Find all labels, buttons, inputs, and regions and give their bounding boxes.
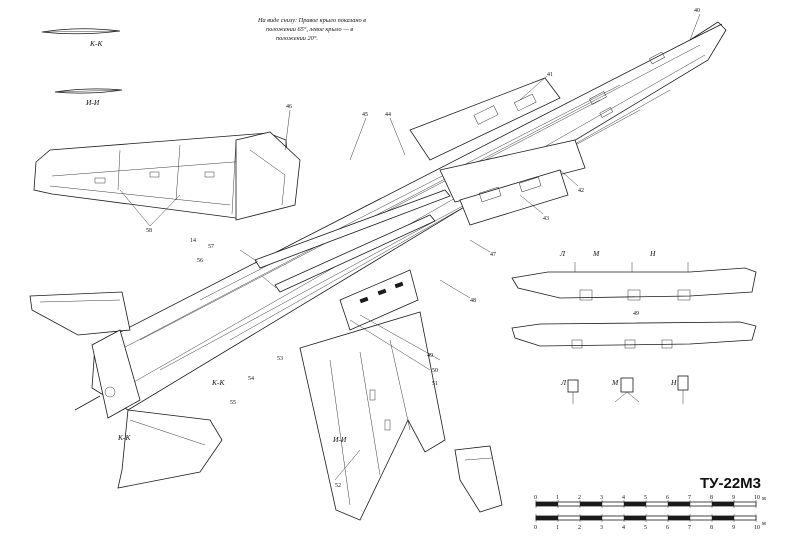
section-marker-k-2: К-К bbox=[117, 433, 131, 442]
callout-41: 41 bbox=[547, 72, 553, 78]
callout-51: 51 bbox=[432, 381, 438, 387]
section-markers: К-К К-К И-И bbox=[117, 378, 347, 444]
drawing-title: ТУ-22М3 bbox=[700, 475, 761, 492]
left-stabilizer bbox=[29, 291, 131, 336]
scale-label-bottom-1: 1 bbox=[556, 525, 559, 531]
scale-label-bottom-8: 8 bbox=[710, 525, 713, 531]
side-profile-top bbox=[511, 262, 757, 301]
right-wing-swept bbox=[299, 311, 446, 521]
profile-label-l: Л bbox=[559, 249, 566, 258]
section-ii-label: И-И bbox=[85, 98, 100, 107]
right-stabilizer bbox=[117, 409, 223, 489]
scale-label-top-3: 3 bbox=[600, 495, 603, 501]
callout-58: 58 bbox=[146, 228, 152, 234]
scale-label-top-10: 10 bbox=[754, 495, 760, 501]
profile-label-n: Н bbox=[649, 249, 656, 258]
scale-label-bottom-5: 5 bbox=[644, 525, 647, 531]
scale-segment-bottom-6 bbox=[668, 516, 690, 520]
section-marker-i-1: И-И bbox=[332, 435, 347, 444]
scale-label-top-6: 6 bbox=[666, 495, 669, 501]
intake-nacelles bbox=[409, 77, 586, 226]
note-line-1: На виде снизу: Правое крыло показано в bbox=[257, 17, 366, 24]
scale-segment-bottom-8 bbox=[712, 516, 734, 520]
scale-label-top-5: 5 bbox=[644, 495, 647, 501]
gear-detail-l bbox=[567, 379, 579, 404]
scale-label-top-1: 1 bbox=[556, 495, 559, 501]
left-wing-extended bbox=[33, 132, 291, 219]
callout-49: 49 bbox=[427, 353, 433, 359]
scale-segment-top-2 bbox=[580, 502, 602, 506]
callout-46: 46 bbox=[286, 104, 292, 110]
missiles bbox=[239, 189, 451, 293]
callout-50: 50 bbox=[432, 368, 438, 374]
gear-label-l: Л bbox=[560, 378, 567, 387]
leader-lines bbox=[119, 13, 701, 481]
scale-segment-top-8 bbox=[712, 502, 734, 506]
scale-segment-top-4 bbox=[624, 502, 646, 506]
scale-label-top-7: 7 bbox=[688, 495, 691, 501]
scale-label-bottom-9: 9 bbox=[732, 525, 735, 531]
scale-bar: 0 0 1 1 2 2 3 3 4 4 5 5 6 6 7 7 8 8 9 9 10 10 bbox=[534, 495, 760, 531]
section-kk-profile bbox=[41, 28, 121, 35]
side-profile-bottom bbox=[511, 321, 757, 349]
scale-label-bottom-10: 10 bbox=[754, 525, 760, 531]
tail-section bbox=[74, 329, 141, 419]
callout-57: 57 bbox=[208, 244, 214, 250]
scale-label-top-9: 9 bbox=[732, 495, 735, 501]
note-block: На виде снизу: Правое крыло показано в п… bbox=[257, 17, 366, 42]
gear-label-n: Н bbox=[670, 378, 677, 387]
note-line-3: положении 20°. bbox=[276, 35, 318, 42]
scale-label-bottom-2: 2 bbox=[578, 525, 581, 531]
callout-49-profile: 49 bbox=[633, 311, 639, 317]
callout-54: 54 bbox=[248, 376, 254, 382]
scale-label-bottom-4: 4 bbox=[622, 525, 625, 531]
gear-detail-m bbox=[614, 377, 640, 403]
scale-unit-bottom: м bbox=[762, 521, 766, 527]
scale-label-top-0: 0 bbox=[534, 495, 537, 501]
scale-label-bottom-6: 6 bbox=[666, 525, 669, 531]
scale-label-bottom-3: 3 bbox=[600, 525, 603, 531]
note-line-2: положении 65°, левое крыло — в bbox=[266, 26, 353, 33]
scale-label-bottom-7: 7 bbox=[688, 525, 691, 531]
scale-label-bottom-0: 0 bbox=[534, 525, 537, 531]
callout-40: 40 bbox=[694, 8, 700, 14]
scale-segment-bottom-4 bbox=[624, 516, 646, 520]
wingtip-fragment bbox=[454, 445, 503, 513]
callout-45: 45 bbox=[362, 112, 368, 118]
gear-label-m: М bbox=[611, 378, 619, 387]
scale-segment-bottom-2 bbox=[580, 516, 602, 520]
profile-label-m: М bbox=[592, 249, 600, 258]
main-gear-bay bbox=[339, 269, 441, 371]
callout-52: 52 bbox=[335, 483, 341, 489]
scale-segment-bottom-0 bbox=[536, 516, 558, 520]
section-kk-label: К-К bbox=[89, 39, 103, 48]
gear-detail-n bbox=[677, 375, 689, 404]
callout-14: 14 bbox=[190, 238, 196, 244]
scale-label-top-4: 4 bbox=[622, 495, 625, 501]
callout-numbers: 40 41 42 43 44 45 46 47 48 49 49 50 51 5… bbox=[146, 8, 700, 489]
callout-53: 53 bbox=[277, 356, 283, 362]
scale-label-top-8: 8 bbox=[710, 495, 713, 501]
callout-44: 44 bbox=[385, 112, 391, 118]
scale-segment-top-0 bbox=[536, 502, 558, 506]
scale-unit-top: м bbox=[762, 496, 766, 502]
scale-segment-top-6 bbox=[668, 502, 690, 506]
left-glove bbox=[235, 131, 301, 221]
callout-47: 47 bbox=[490, 252, 496, 258]
callout-42: 42 bbox=[578, 188, 584, 194]
callout-55: 55 bbox=[230, 400, 236, 406]
section-marker-k-1: К-К bbox=[211, 378, 225, 387]
callout-43: 43 bbox=[543, 216, 549, 222]
section-ii-profile bbox=[54, 88, 123, 94]
scale-label-top-2: 2 bbox=[578, 495, 581, 501]
callout-56: 56 bbox=[197, 258, 203, 264]
callout-48: 48 bbox=[470, 298, 476, 304]
